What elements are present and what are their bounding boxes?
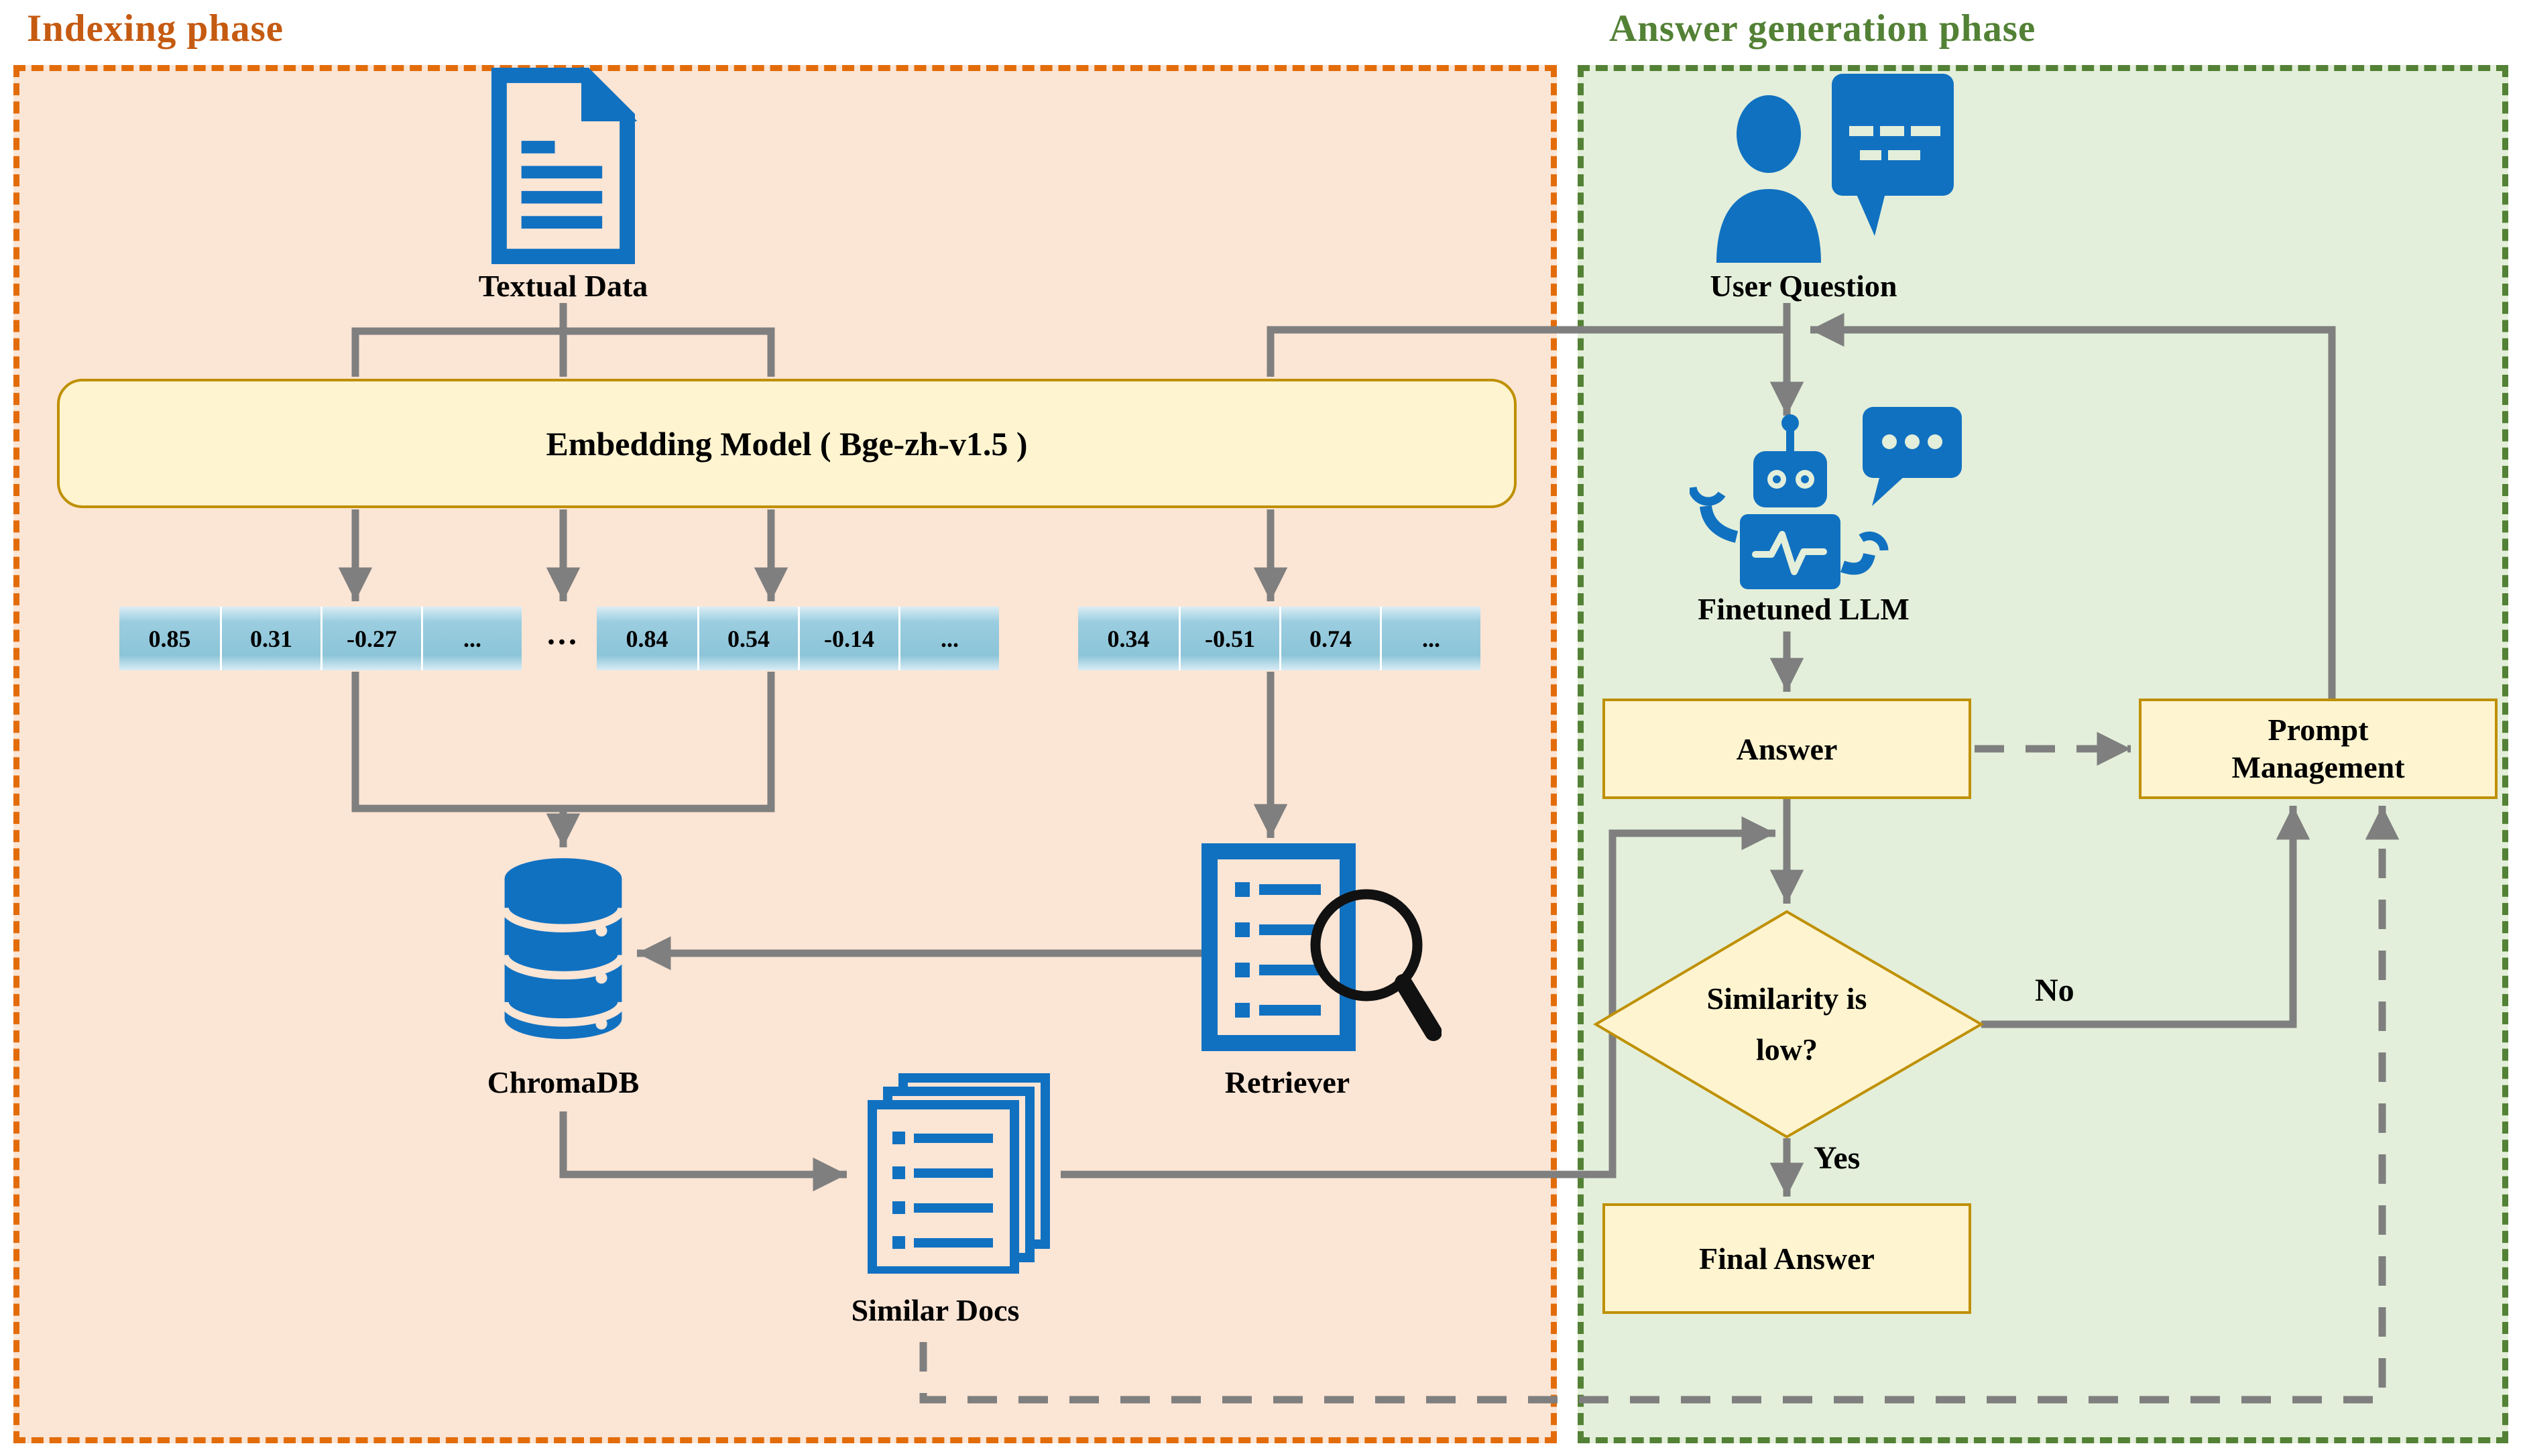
vector-cell: ...	[898, 607, 999, 670]
user-question-label: User Question	[1710, 269, 1897, 303]
decision-line1: Similarity is	[1706, 981, 1867, 1016]
vector-row-2: 0.84 0.54 -0.14 ...	[597, 607, 999, 670]
vector-cell: 0.84	[597, 607, 697, 670]
edge-yes-label: Yes	[1814, 1140, 1861, 1176]
document-icon	[491, 67, 638, 264]
embedding-model-box: Embedding Model ( Bge-zh-v1.5 )	[57, 379, 1517, 508]
vector-cell: 0.74	[1279, 607, 1380, 670]
retriever-label: Retriever	[1224, 1065, 1350, 1099]
finetuned-llm-label: Finetuned LLM	[1698, 592, 1910, 626]
prompt-management-line1: Prompt	[2268, 713, 2369, 747]
chromadb-label: ChromaDB	[487, 1065, 640, 1099]
prompt-management-box: Prompt Management	[2139, 699, 2498, 799]
edge-no-label: No	[2035, 973, 2074, 1008]
vector-cell: 0.31	[220, 607, 320, 670]
textual-data-label: Textual Data	[478, 269, 648, 303]
indexing-phase-title: Indexing phase	[27, 7, 284, 50]
vector-cell: 0.54	[697, 607, 798, 670]
robot-chat-icon	[1690, 407, 1962, 589]
vector-cell: ...	[421, 607, 522, 670]
vector-cell: 0.85	[119, 607, 220, 670]
query-vector-row: 0.34 -0.51 0.74 ...	[1078, 607, 1480, 670]
prompt-management-line2: Management	[2231, 750, 2405, 784]
decision-label: Similarity is low?	[1639, 973, 1934, 1075]
similar-docs-label: Similar Docs	[851, 1293, 1020, 1327]
vector-cell: ...	[1380, 607, 1480, 670]
vector-row-1: 0.85 0.31 -0.27 ...	[119, 607, 522, 670]
vector-cell: 0.34	[1078, 607, 1179, 670]
final-answer-box: Final Answer	[1602, 1203, 1971, 1314]
indexing-phase-panel	[13, 65, 1557, 1443]
vector-ellipsis: ...	[547, 616, 579, 652]
person-chat-icon	[1716, 74, 1954, 263]
answer-generation-phase-title: Answer generation phase	[1609, 7, 2036, 50]
database-icon	[500, 858, 626, 1039]
answer-box: Answer	[1602, 699, 1971, 799]
decision-line2: low?	[1756, 1032, 1818, 1067]
vector-cell: -0.14	[798, 607, 898, 670]
document-search-icon	[1201, 843, 1442, 1051]
stacked-documents-icon	[868, 1073, 1050, 1274]
vector-cell: -0.27	[320, 607, 421, 670]
vector-cell: -0.51	[1179, 607, 1279, 670]
